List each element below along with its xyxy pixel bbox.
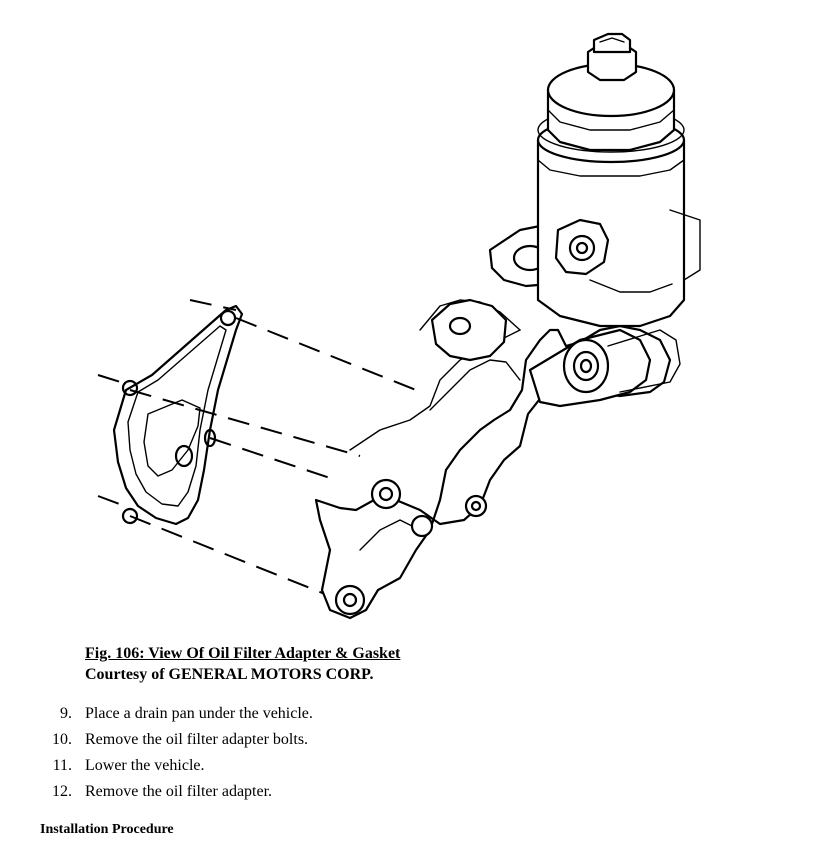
step-text: Remove the oil filter adapter. [85, 783, 273, 800]
step-text: Remove the oil filter adapter bolts. [85, 731, 309, 748]
oil-filter-housing-drawing [536, 32, 701, 328]
figure-caption: Fig. 106: View Of Oil Filter Adapter & G… [85, 643, 400, 685]
step-number: 10. [52, 731, 72, 748]
step-text: Lower the vehicle. [85, 757, 205, 774]
step-number: 11. [52, 757, 72, 774]
gasket-drawing [112, 304, 244, 526]
step-number: 12. [52, 783, 72, 800]
list-item: 10. Remove the oil filter adapter bolts. [40, 730, 313, 756]
removal-steps-list: 9. Place a drain pan under the vehicle. … [40, 704, 313, 808]
figure-credit: Courtesy of GENERAL MOTORS CORP. [85, 666, 374, 683]
list-item: 11. Lower the vehicle. [40, 756, 313, 782]
figure-title: Fig. 106: View Of Oil Filter Adapter & G… [85, 645, 401, 662]
step-text: Place a drain pan under the vehicle. [85, 705, 313, 722]
list-item: 12. Remove the oil filter adapter. [40, 782, 313, 808]
section-heading: Installation Procedure [40, 822, 174, 837]
list-item: 9. Place a drain pan under the vehicle. [40, 704, 313, 730]
step-number: 9. [60, 705, 72, 722]
alignment-lines [97, 299, 417, 597]
hose-fitting-drawing [528, 328, 681, 408]
oil-filter-adapter-illustration [60, 30, 760, 642]
